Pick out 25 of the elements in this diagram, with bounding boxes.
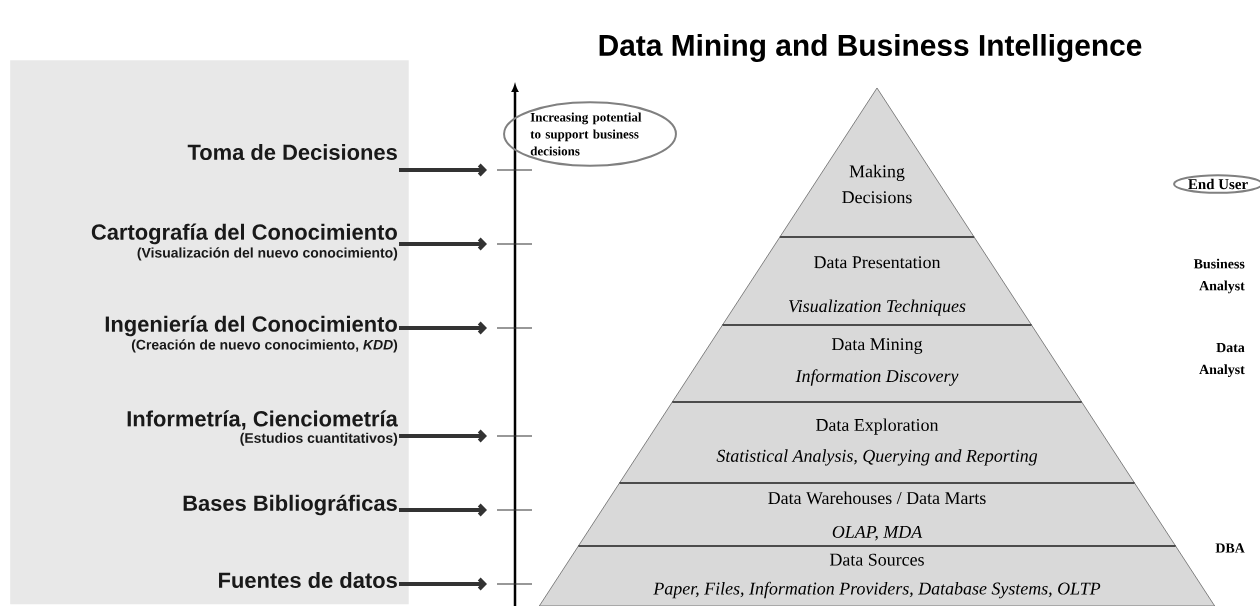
title: Data Mining and Business Intelligence bbox=[599, 34, 1142, 62]
pyramid-layer: Data Warehouses / Data Marts OLAP, MDA bbox=[578, 482, 1176, 547]
pyramid-layer: Data Presentation Visualization Techniques bbox=[722, 236, 1032, 326]
role-label: Business Analyst bbox=[1193, 258, 1245, 294]
category-label: Fuentes de datos bbox=[219, 571, 397, 589]
pyramid-layer: Data Exploration Statistical Analysis, Querying and Reporting bbox=[619, 401, 1135, 484]
pyramid-layer: Data Sources Paper, Files, Information Providers, Database Systems, OLTP bbox=[538, 545, 1216, 606]
arrow bbox=[399, 321, 487, 335]
panel-background bbox=[10, 60, 409, 605]
arrow bbox=[399, 237, 487, 251]
pyramid-layer: Data Mining Information Discovery bbox=[671, 324, 1083, 403]
ellipse-callout: Increasing potential to support business decisions bbox=[503, 101, 677, 167]
arrow bbox=[399, 163, 487, 177]
arrow bbox=[399, 503, 487, 517]
role-label: Data Analyst bbox=[1199, 342, 1245, 378]
category-label: Informetría, Cienciometría (Estudios cuantitativos) bbox=[127, 410, 398, 446]
pyramid-layer: Making Decisions bbox=[779, 87, 975, 238]
category-label: Ingeniería del Conocimiento (Creación de nuevo conocimiento, KDD) bbox=[105, 315, 398, 353]
arrow bbox=[399, 429, 487, 443]
ellipse-callout: End User bbox=[1173, 174, 1260, 194]
category-label: Bases Bibliográficas bbox=[183, 494, 397, 516]
category-label: Cartografía del Conocimiento (Visualización del nuevo conocimiento) bbox=[91, 223, 398, 261]
category-label: Toma de Decisiones bbox=[187, 143, 397, 161]
role-label: DBA bbox=[1215, 543, 1245, 553]
arrow bbox=[399, 577, 487, 591]
